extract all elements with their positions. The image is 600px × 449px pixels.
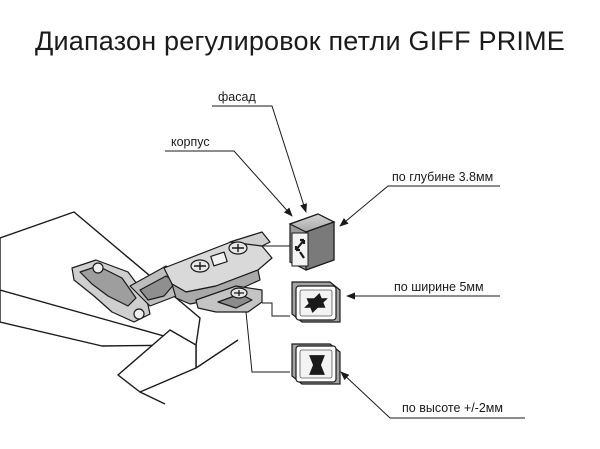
label-depth: по глубине 3.8мм [392,170,493,184]
leader-facade [212,105,307,213]
hinge-body [71,231,273,323]
leader-body [165,150,293,217]
leader-depth [339,185,500,227]
connector-height [245,311,290,373]
depth-arrow-icon [294,238,306,259]
connector-width [262,302,290,317]
label-height: по высоте +/-2мм [402,401,503,415]
leader-height [340,371,525,419]
width-adjust-key [291,281,341,323]
height-adjust-key [291,343,341,385]
diagram-title: Диапазон регулировок петли GIFF PRIME [35,26,565,56]
label-width: по ширине 5мм [394,280,484,294]
depth-adjust-key [288,213,336,271]
leader-lines [165,105,525,419]
width-arrow-icon [304,293,328,313]
label-facade: фасад [218,90,256,104]
label-body: корпус [171,135,210,149]
